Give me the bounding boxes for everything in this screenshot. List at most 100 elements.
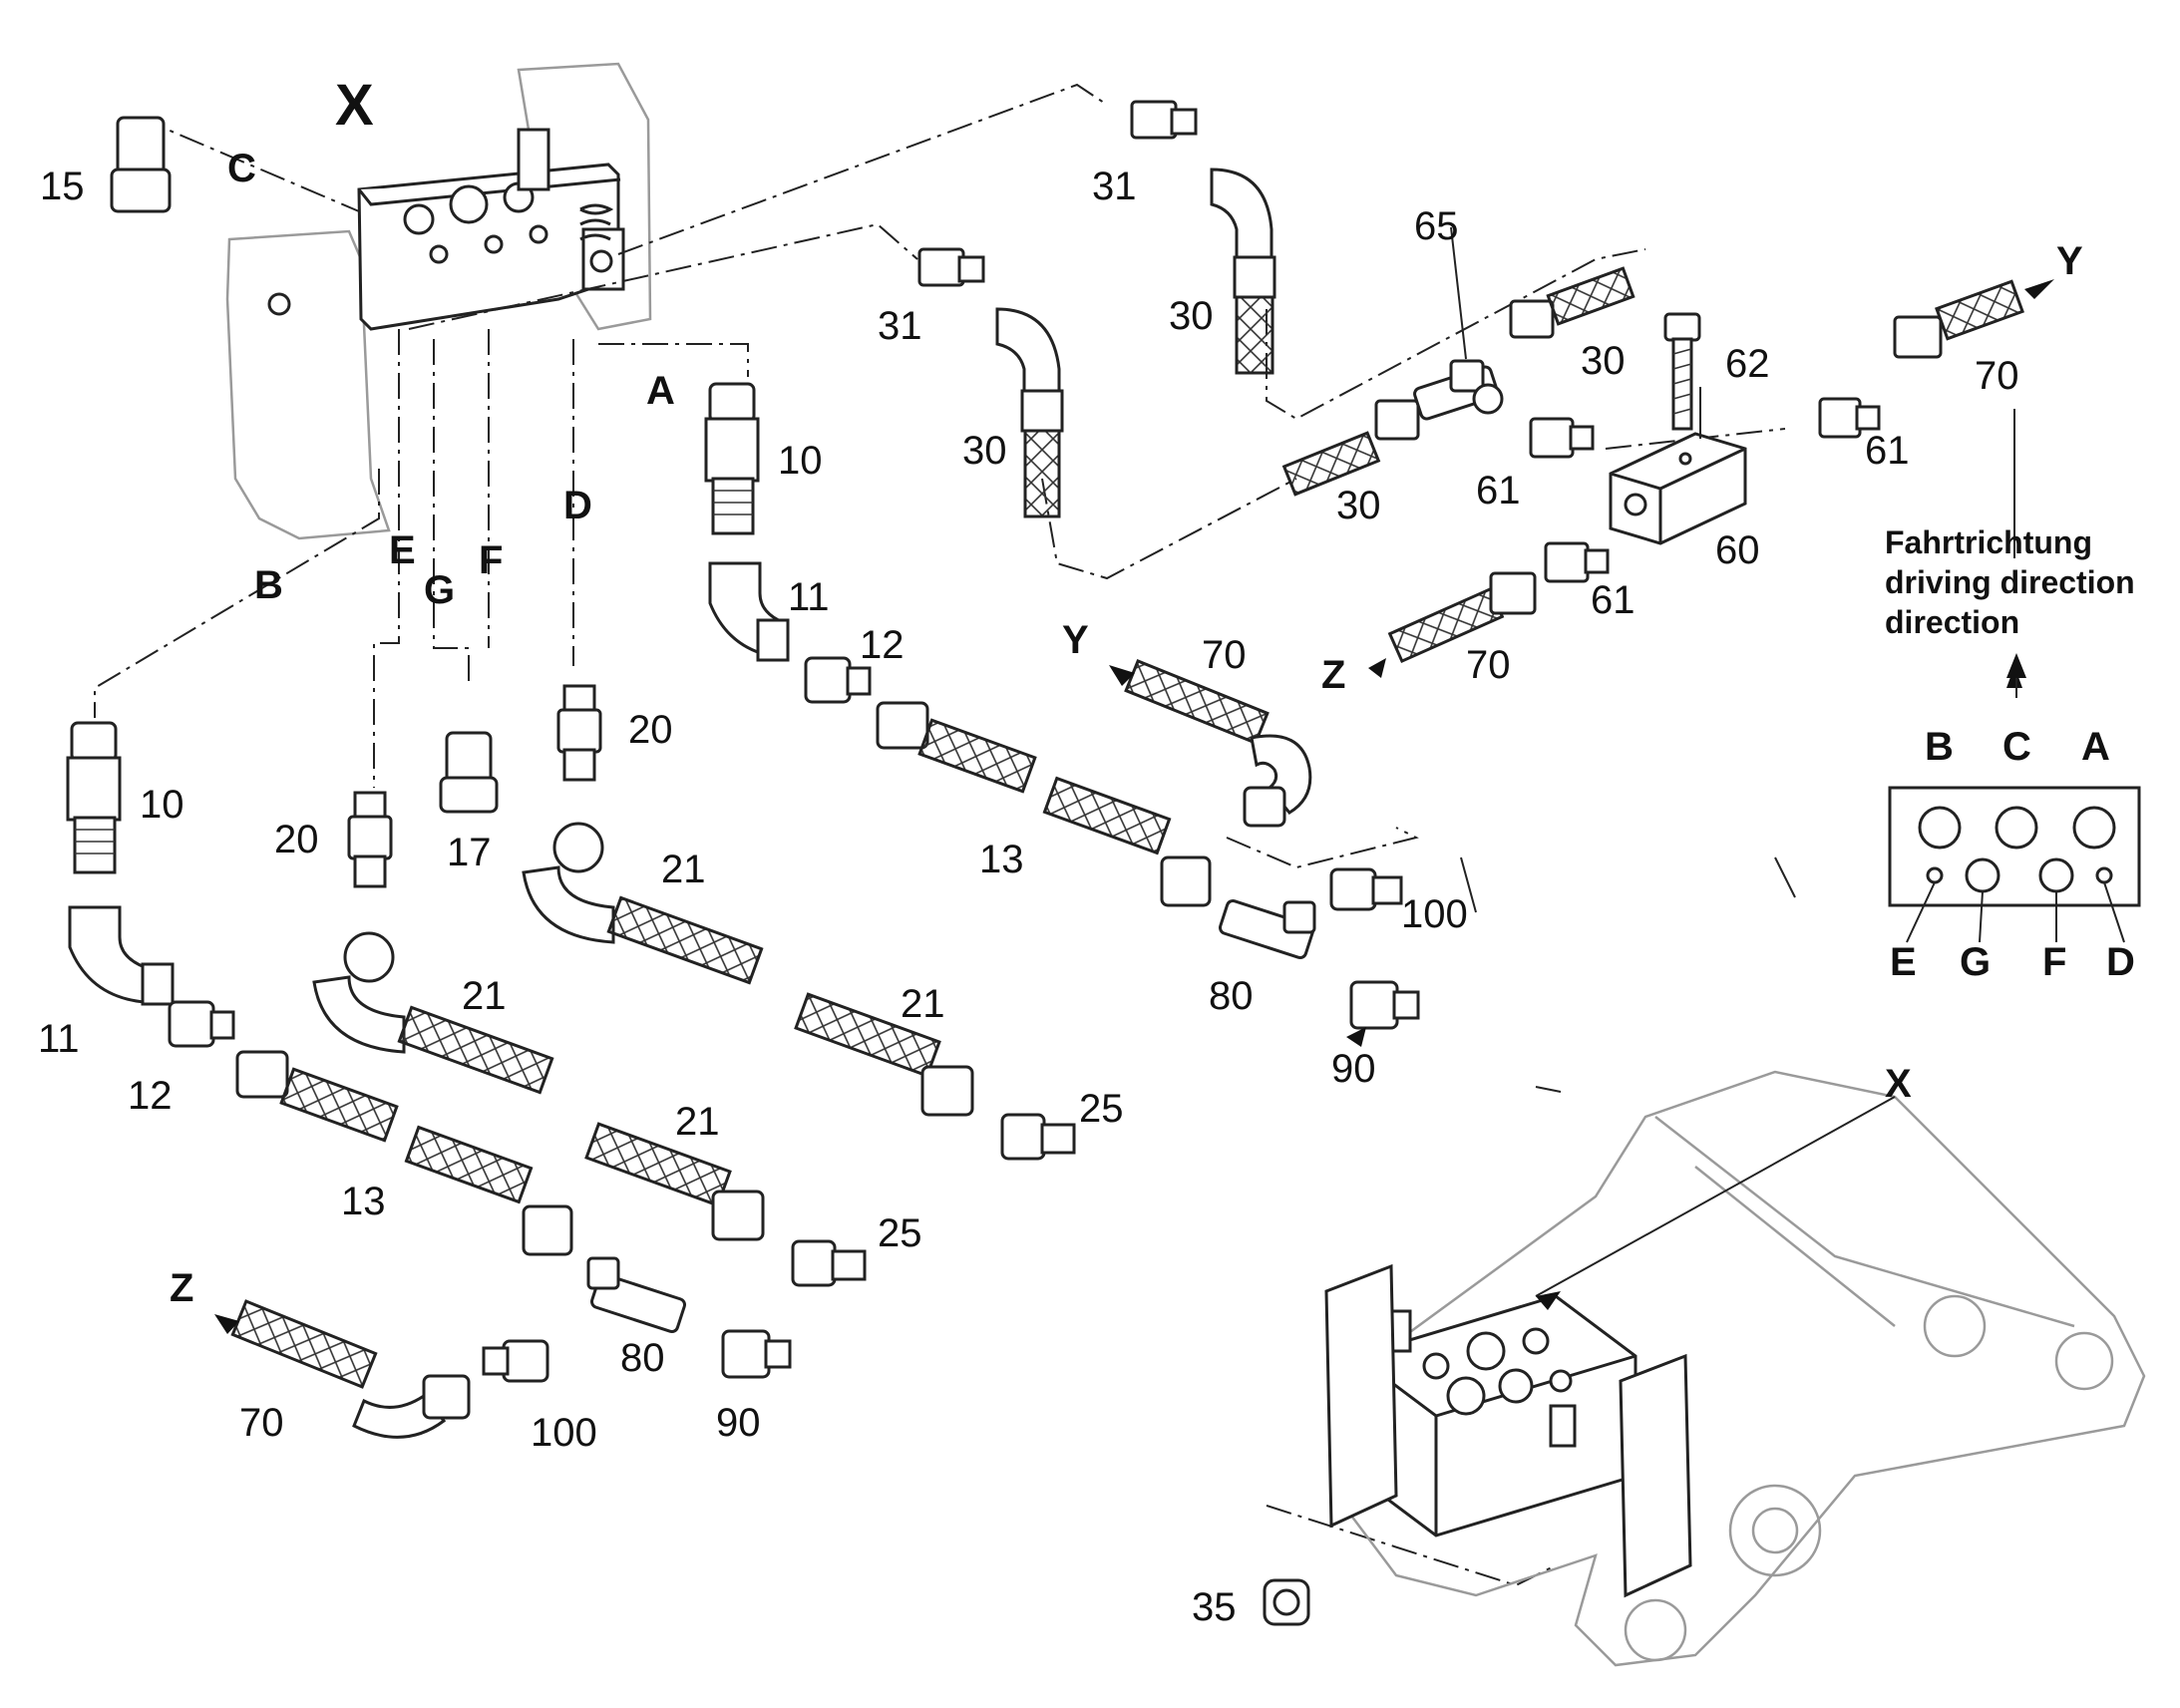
part-21-hose-left-lower — [584, 1122, 765, 1241]
label-13-right: 13 — [979, 838, 1024, 881]
port-label-g: G — [424, 568, 455, 612]
label-61-middle: 61 — [1476, 469, 1521, 512]
valve-block-assembly — [225, 62, 652, 540]
label-25-left: 25 — [878, 1211, 922, 1255]
port-label-a: A — [646, 369, 675, 413]
arrow-label-z-left: Z — [170, 1266, 193, 1310]
part-80-tee-left — [586, 1256, 686, 1334]
flow-arrows — [214, 279, 2054, 1334]
label-80-right: 80 — [1209, 974, 1254, 1018]
part-13-hose-left — [235, 1050, 573, 1256]
label-90-right: 90 — [1331, 1047, 1376, 1091]
machine-frame-detail — [1324, 1070, 2146, 1667]
part-20-nipple-right — [556, 684, 602, 782]
part-20-nipple-left — [347, 791, 393, 888]
part-11-elbow-left — [68, 905, 175, 1006]
legend-arrow-icon — [2006, 653, 2026, 678]
label-30-middle: 30 — [1336, 484, 1381, 527]
part-15-cap — [110, 116, 172, 213]
view-label-x-detail: X — [1885, 1062, 1912, 1106]
label-12-right: 12 — [860, 623, 905, 667]
label-25-right: 25 — [1079, 1087, 1124, 1131]
part-100-plug-left — [482, 1339, 549, 1383]
label-100-right: 100 — [1401, 892, 1468, 936]
part-13-hose-right — [876, 701, 1212, 907]
part-70-hose-y-elbow — [1124, 658, 1312, 828]
label-20-right: 20 — [628, 708, 673, 752]
part-11-elbow-right — [708, 561, 790, 662]
part-70-hose-z-left — [230, 1299, 471, 1439]
label-61-lower: 61 — [1591, 578, 1635, 622]
legend-port-b: B — [1925, 725, 1954, 769]
port-label-f: F — [479, 538, 503, 582]
part-30-hose-middle — [1281, 399, 1420, 497]
part-65-tee-fitting — [1413, 359, 1504, 421]
label-60: 60 — [1715, 528, 1760, 572]
part-61-adapter-b — [1529, 417, 1595, 459]
part-61-adapter-c — [1544, 541, 1610, 583]
arrow-letter-labels: Y Y Z Z — [170, 239, 2083, 1310]
part-10-coupling-right — [704, 382, 760, 535]
label-11-right: 11 — [788, 575, 830, 619]
part-90-plug-right — [1349, 980, 1420, 1030]
part-90-plug-left — [721, 1329, 792, 1379]
label-90-left: 90 — [716, 1401, 761, 1445]
label-13-left: 13 — [341, 1180, 386, 1223]
label-65: 65 — [1414, 204, 1459, 248]
label-10-left: 10 — [140, 783, 184, 827]
part-12-nipple-right — [804, 656, 872, 704]
label-30-upper: 30 — [1169, 294, 1214, 338]
port-letter-labels: C A B E G F D — [227, 147, 675, 612]
arrow-label-y-center: Y — [1062, 618, 1089, 662]
label-17: 17 — [447, 831, 492, 874]
legend-line-fahrtrichtung: Fahrtrichtung — [1885, 524, 2092, 560]
part-30-hose-elbow-upper — [1210, 168, 1276, 375]
label-61-right: 61 — [1865, 429, 1910, 473]
part-21-hose-elbow-right — [522, 822, 764, 985]
port-label-b: B — [254, 563, 283, 607]
label-12-left: 12 — [128, 1074, 173, 1118]
legend-line-driving-direction: driving direction — [1885, 564, 2135, 600]
port-label-d: D — [563, 484, 592, 527]
label-21-lower-right: 21 — [901, 982, 945, 1026]
label-30-right: 30 — [1581, 339, 1626, 383]
label-15: 15 — [40, 165, 85, 208]
legend-port-g: G — [1960, 940, 1991, 984]
label-30-lower: 30 — [962, 429, 1007, 473]
part-number-labels: 15 31 31 30 30 30 30 65 62 70 61 61 61 6… — [38, 165, 2019, 1629]
label-70-right: 70 — [1975, 354, 2019, 398]
legend-line-direction: direction — [1885, 604, 2019, 640]
label-70-z-left: 70 — [239, 1401, 284, 1445]
part-31-adapter-upper — [1130, 100, 1198, 140]
label-70-y-center: 70 — [1202, 633, 1247, 677]
part-21-hose-elbow-left — [312, 931, 554, 1095]
label-35: 35 — [1192, 1585, 1237, 1629]
part-70-hose-z-right — [1387, 571, 1537, 664]
label-10-right: 10 — [778, 439, 823, 483]
label-21-lower-left: 21 — [675, 1100, 720, 1144]
part-25-nipple-right — [1000, 1113, 1076, 1161]
part-61-adapter-a — [1818, 397, 1881, 439]
view-labels: X X — [335, 73, 1912, 1106]
direction-legend: Fahrtrichtung driving direction directio… — [1885, 524, 2141, 984]
part-100-plug-right — [1329, 867, 1403, 911]
part-30-hose-right-upper — [1509, 266, 1635, 339]
label-31-lower: 31 — [878, 304, 922, 348]
arrow-label-z-right: Z — [1321, 653, 1345, 697]
legend-port-a: A — [2081, 725, 2110, 769]
legend-port-e: E — [1890, 940, 1917, 984]
part-60-distribution-block — [1609, 432, 1747, 545]
label-100-left: 100 — [531, 1411, 597, 1455]
arrow-label-y-right: Y — [2056, 239, 2083, 283]
part-62-bolt — [1663, 312, 1701, 431]
legend-port-c: C — [2002, 725, 2031, 769]
part-25-nipple-left — [791, 1239, 867, 1287]
port-label-e: E — [389, 528, 416, 572]
label-31-upper: 31 — [1092, 165, 1137, 208]
part-21-hose-right-lower — [794, 992, 974, 1117]
part-31-adapter-lower — [917, 247, 985, 287]
label-62: 62 — [1725, 342, 1770, 386]
part-17-cap — [439, 731, 499, 814]
legend-port-f: F — [2042, 940, 2066, 984]
